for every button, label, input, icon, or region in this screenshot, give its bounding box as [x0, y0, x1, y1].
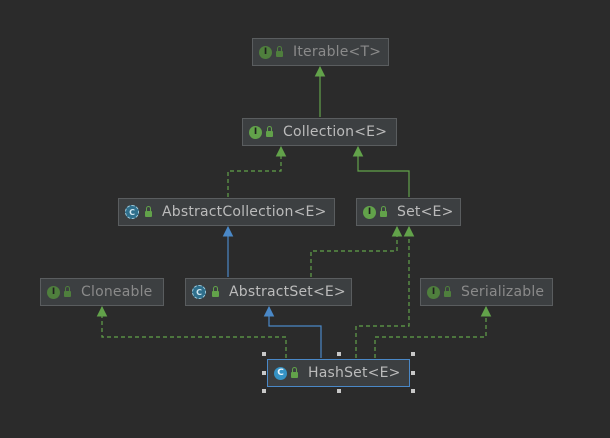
- selection-handle-middle-left[interactable]: [262, 371, 266, 375]
- edge-hashset-implements-set: [355, 225, 415, 358]
- interface-icon: I: [249, 125, 262, 139]
- public-lock-icon: [380, 206, 387, 217]
- node-iterable[interactable]: I Iterable<T>: [252, 38, 389, 66]
- selection-handle-bottom-right[interactable]: [411, 389, 415, 393]
- edge-set-extends-collection: [352, 145, 410, 197]
- selection-handle-top-right[interactable]: [411, 352, 415, 356]
- interface-icon: I: [363, 205, 376, 219]
- node-collection[interactable]: I Collection<E>: [242, 118, 397, 146]
- edge-hashset-implements-cloneable: [96, 305, 287, 358]
- node-abstract-collection[interactable]: C AbstractCollection<E>: [118, 198, 335, 226]
- node-cloneable[interactable]: I Cloneable: [40, 278, 164, 306]
- interface-icon: I: [427, 285, 440, 299]
- node-abstract-set[interactable]: C AbstractSet<E>: [185, 278, 352, 306]
- public-lock-icon: [276, 46, 283, 57]
- abstract-class-icon: C: [192, 285, 206, 299]
- edge-hashset-extends-abstractset: [263, 305, 322, 358]
- public-lock-icon: [444, 286, 451, 297]
- interface-icon: I: [47, 285, 60, 299]
- node-serializable[interactable]: I Serializable: [420, 278, 553, 306]
- selection-handle-middle-right[interactable]: [411, 371, 415, 375]
- node-label: Iterable<T>: [293, 44, 382, 60]
- selection-handle-bottom-left[interactable]: [262, 389, 266, 393]
- edge-abstractset-implements-set: [310, 225, 403, 277]
- abstract-class-icon: C: [125, 205, 139, 219]
- class-icon: C: [274, 366, 287, 380]
- node-label: Collection<E>: [283, 124, 388, 140]
- node-label: Set<E>: [397, 204, 454, 220]
- node-label: Cloneable: [81, 284, 153, 300]
- selection-handle-top-left[interactable]: [262, 352, 266, 356]
- public-lock-icon: [291, 367, 298, 378]
- edge-abstractcollection-implements-collection: [227, 145, 287, 197]
- public-lock-icon: [64, 286, 71, 297]
- public-lock-icon: [266, 126, 273, 137]
- node-hashset[interactable]: C HashSet<E>: [267, 359, 410, 387]
- node-label: Serializable: [461, 284, 545, 300]
- selection-handle-bottom-middle[interactable]: [337, 389, 341, 393]
- node-label: AbstractCollection<E>: [162, 204, 327, 220]
- edge-hashset-implements-serializable: [374, 305, 492, 358]
- interface-icon: I: [259, 45, 272, 59]
- node-set[interactable]: I Set<E>: [356, 198, 461, 226]
- public-lock-icon: [212, 286, 219, 297]
- node-label: AbstractSet<E>: [229, 284, 346, 300]
- node-label: HashSet<E>: [308, 365, 401, 381]
- public-lock-icon: [145, 206, 152, 217]
- selection-handle-top-middle[interactable]: [337, 352, 341, 356]
